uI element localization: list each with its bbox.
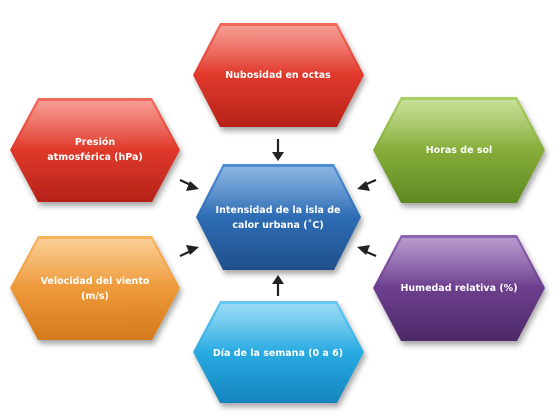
arrow-from-nubosidad bbox=[272, 139, 284, 161]
node-label-line1: Velocidad del viento bbox=[41, 276, 150, 287]
node-label: Horas de sol bbox=[426, 145, 493, 156]
center-label-line2: calor urbana (˚C) bbox=[232, 220, 323, 231]
node-presion: Presión atmosférica (hPa) bbox=[10, 98, 180, 202]
node-velocidad-viento: Velocidad del viento (m/s) bbox=[10, 236, 180, 340]
hexagon-shine bbox=[376, 238, 542, 287]
hexagon-shine bbox=[13, 101, 177, 149]
node-horas-sol: Horas de sol bbox=[373, 97, 545, 203]
node-humedad: Humedad relativa (%) bbox=[373, 235, 545, 341]
arrow-from-humedad bbox=[357, 245, 377, 258]
node-label-line2: (m/s) bbox=[81, 291, 109, 302]
hexagon-shine bbox=[376, 100, 542, 149]
node-label-line2: atmosférica (hPa) bbox=[47, 152, 142, 163]
arrow-from-horas-sol bbox=[357, 178, 377, 191]
arrow-from-velocidad-viento bbox=[179, 245, 199, 257]
hexagon-shine bbox=[199, 167, 358, 216]
node-label-line1: Presión bbox=[75, 137, 116, 148]
hexagon-shine bbox=[196, 304, 361, 351]
node-label: Humedad relativa (%) bbox=[400, 283, 517, 294]
arrow-from-presion bbox=[179, 179, 199, 191]
center-label-line1: Intensidad de la isla de bbox=[216, 205, 341, 216]
node-dia-semana: Día de la semana (0 a 6) bbox=[193, 301, 364, 403]
hexagon-shine bbox=[196, 26, 361, 74]
node-center-intensidad: Intensidad de la isla de calor urbana (˚… bbox=[196, 164, 361, 270]
node-label: Día de la semana (0 a 6) bbox=[213, 348, 343, 359]
hexagon-shine bbox=[13, 239, 177, 287]
node-nubosidad: Nubosidad en octas bbox=[193, 23, 364, 127]
arrow-from-dia-semana bbox=[272, 275, 284, 296]
node-label: Nubosidad en octas bbox=[225, 70, 331, 81]
